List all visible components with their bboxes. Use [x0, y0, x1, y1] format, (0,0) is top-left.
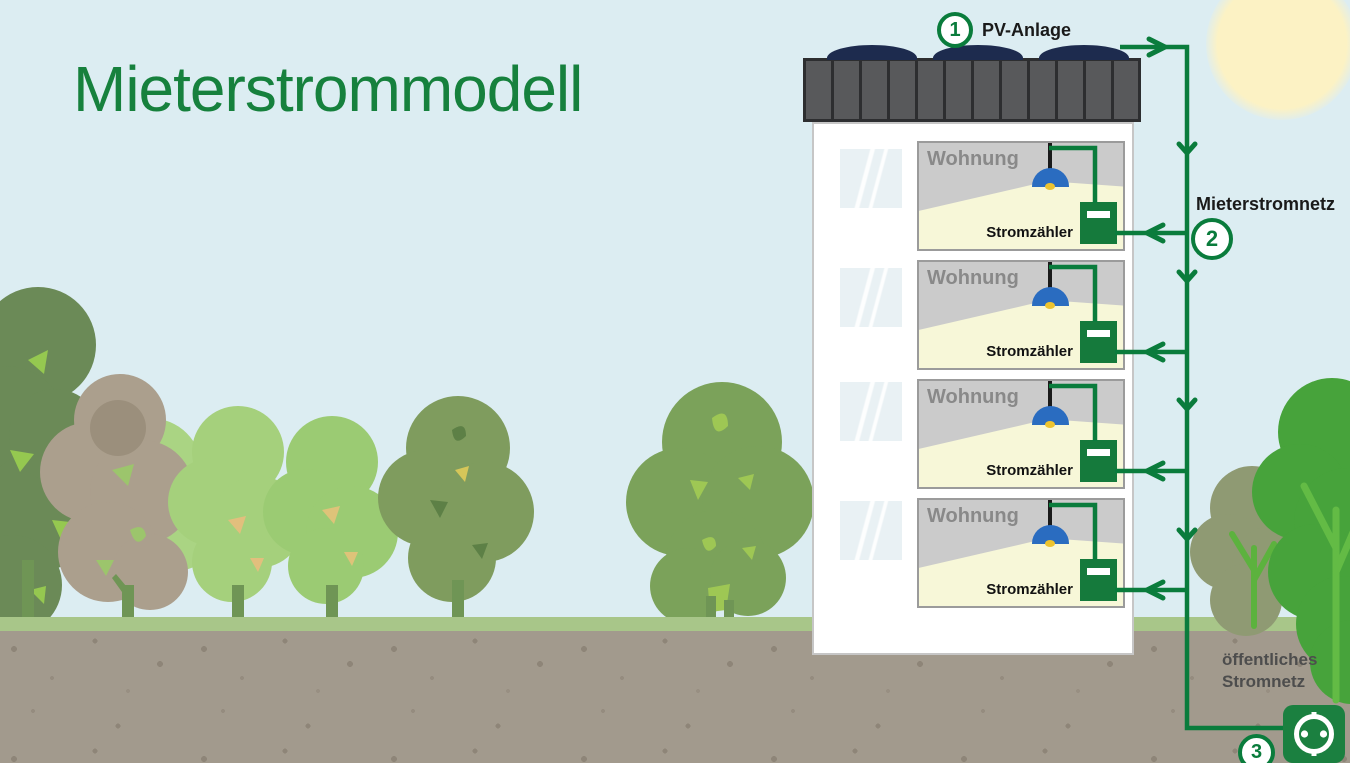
meter-label: Stromzähler	[986, 581, 1073, 598]
ground-soil	[0, 631, 1350, 763]
apartment-label: Wohnung	[927, 386, 1019, 408]
electricity-meter	[1080, 559, 1117, 601]
meter-display	[1087, 330, 1110, 337]
electricity-meter	[1080, 202, 1117, 244]
apartment-label: Wohnung	[927, 505, 1019, 527]
apartment-unit: Wohnung Stromzähler	[917, 498, 1125, 608]
building-window	[840, 501, 902, 560]
lamp-bulb	[1045, 421, 1055, 428]
arrow-left-icon	[1144, 460, 1166, 482]
callout-2-badge: 2	[1191, 218, 1233, 260]
sun-icon	[1206, 0, 1350, 120]
electricity-meter	[1080, 440, 1117, 482]
arrow-down-icon	[1176, 141, 1198, 156]
page-title: Mieterstrommodell	[73, 53, 583, 125]
socket-icon	[1294, 712, 1334, 756]
building-window	[840, 149, 902, 208]
arrow-right-icon	[1146, 36, 1168, 58]
meter-label: Stromzähler	[986, 343, 1073, 360]
lamp-cord	[1048, 500, 1052, 527]
arrow-left-icon	[1144, 341, 1166, 363]
meter-display	[1087, 211, 1110, 218]
pv-anlage-label: PV-Anlage	[982, 20, 1072, 40]
mieterstromnetz-label: Mieterstromnetz	[1196, 194, 1336, 214]
apartment-unit: Wohnung Stromzähler	[917, 141, 1125, 251]
callout-3-badge: 3	[1238, 734, 1275, 763]
lamp-bulb	[1045, 540, 1055, 547]
arrow-left-icon	[1144, 222, 1166, 244]
meter-label: Stromzähler	[986, 224, 1073, 241]
solar-panel	[827, 45, 917, 60]
apartment-unit: Wohnung Stromzähler	[917, 379, 1125, 489]
lamp-bulb	[1045, 302, 1055, 309]
meter-label: Stromzähler	[986, 462, 1073, 479]
electricity-meter	[1080, 321, 1117, 363]
arrow-left-icon	[1144, 579, 1166, 601]
building-window	[840, 382, 902, 441]
apartment-unit: Wohnung Stromzähler	[917, 260, 1125, 370]
apartment-label: Wohnung	[927, 148, 1019, 170]
solar-panel	[933, 45, 1023, 60]
building-roof	[803, 58, 1141, 122]
callout-1-badge: 1	[937, 12, 973, 48]
arrow-down-icon	[1176, 397, 1198, 412]
lamp-cord	[1048, 381, 1052, 408]
public-grid-label: öffentliches Stromnetz	[1222, 650, 1318, 691]
solar-panel	[1039, 45, 1129, 60]
arrow-down-icon	[1176, 527, 1198, 542]
lamp-cord	[1048, 143, 1052, 170]
building-window	[840, 268, 902, 327]
meter-display	[1087, 568, 1110, 575]
meter-display	[1087, 449, 1110, 456]
lamp-bulb	[1045, 183, 1055, 190]
lamp-cord	[1048, 262, 1052, 289]
apartment-label: Wohnung	[927, 267, 1019, 289]
grass-strip	[0, 617, 1350, 631]
power-outlet	[1283, 705, 1345, 763]
arrow-down-icon	[1176, 269, 1198, 284]
